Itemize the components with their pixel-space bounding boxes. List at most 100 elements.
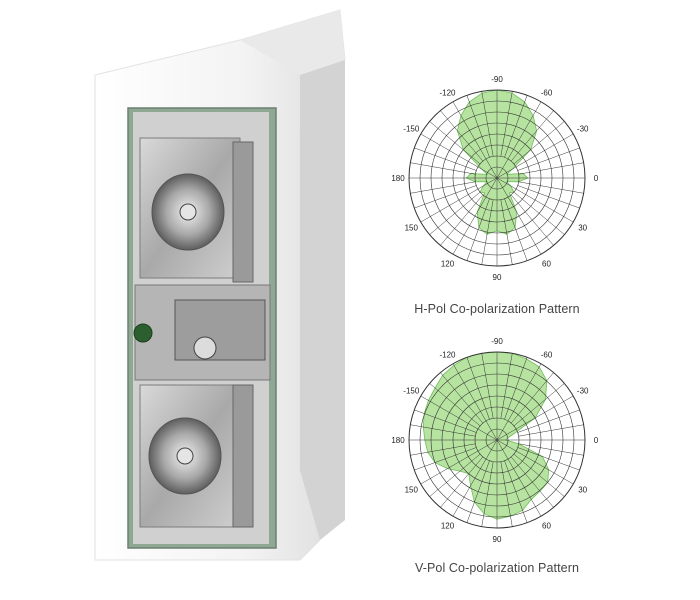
grid-spoke — [496, 101, 542, 179]
grid-spoke — [414, 147, 477, 171]
grid-spoke — [513, 383, 565, 427]
grid-spoke — [414, 409, 477, 433]
grid-spoke — [517, 147, 580, 171]
grid-spoke — [429, 191, 481, 235]
angle-label: -60 — [541, 350, 553, 359]
angle-label: 90 — [493, 273, 502, 282]
left-connector-icon — [133, 323, 153, 343]
housing-top — [240, 10, 345, 75]
grid-spoke — [410, 181, 476, 194]
grid-spoke — [481, 199, 494, 265]
grid-spoke — [429, 121, 481, 165]
grid-spoke — [510, 110, 554, 162]
angle-label: 0 — [594, 436, 599, 445]
grid-spoke — [429, 453, 481, 497]
angle-label: 150 — [405, 224, 419, 233]
grid-spoke — [496, 133, 574, 179]
grid-spoke — [466, 460, 490, 523]
grid-spoke — [504, 95, 528, 158]
grid-spoke — [500, 199, 513, 265]
grid-spoke — [510, 456, 554, 508]
angle-label: 30 — [578, 224, 587, 233]
grid-spoke — [481, 91, 494, 157]
grid-spoke — [513, 121, 565, 165]
angle-label: 180 — [391, 174, 405, 183]
angle-label: 90 — [493, 535, 502, 544]
grid-spoke — [410, 162, 476, 175]
grid-spoke — [466, 357, 490, 420]
grid-spoke — [496, 439, 542, 517]
grid-spoke — [429, 383, 481, 427]
grid-spoke — [414, 447, 477, 471]
grid-spoke — [420, 395, 498, 441]
grid-spoke — [496, 395, 574, 441]
v-pol-caption: V-Pol Co-polarization Pattern — [414, 561, 580, 575]
grid-spoke — [496, 439, 574, 485]
grid-spoke — [518, 443, 584, 456]
angle-label: -150 — [403, 125, 420, 134]
grid-spoke — [481, 353, 494, 419]
antenna-device-illustration — [94, 9, 346, 561]
angle-label: -60 — [541, 88, 553, 97]
grid-spoke — [518, 162, 584, 175]
grid-spoke — [466, 198, 490, 261]
angle-label: -90 — [491, 75, 503, 84]
angle-label: -120 — [439, 350, 456, 359]
angle-label: -90 — [491, 337, 503, 346]
angle-label: 60 — [542, 522, 551, 531]
grid-spoke — [420, 439, 498, 485]
grid-spoke — [518, 424, 584, 437]
grid-spoke — [500, 353, 513, 419]
angle-label: 30 — [578, 486, 587, 495]
grid-spoke — [452, 439, 498, 517]
grid-spoke — [410, 443, 476, 456]
grid-spoke — [452, 177, 498, 255]
grid-spoke — [517, 447, 580, 471]
h-pol-caption: H-Pol Co-polarization Pattern — [414, 302, 580, 316]
grid-spoke — [496, 177, 542, 255]
grid-spoke — [496, 363, 542, 441]
grid-spoke — [517, 185, 580, 209]
angle-label: 0 — [594, 174, 599, 183]
grid-spoke — [513, 453, 565, 497]
grid-spoke — [420, 177, 498, 223]
angle-label: 60 — [542, 260, 551, 269]
grid-spoke — [420, 133, 498, 179]
angle-label: 180 — [391, 436, 405, 445]
lower-screw-icon — [176, 447, 194, 465]
angle-label: -150 — [403, 387, 420, 396]
grid-spoke — [518, 181, 584, 194]
feed-bracket — [174, 299, 266, 361]
grid-spoke — [466, 95, 490, 158]
grid-spoke — [481, 461, 494, 527]
housing-side — [300, 60, 345, 540]
grid-spoke — [510, 372, 554, 424]
angle-label: -30 — [577, 387, 589, 396]
grid-spoke — [504, 198, 528, 261]
grid-spoke — [440, 110, 484, 162]
center-connector-icon — [193, 336, 217, 360]
grid-spoke — [440, 372, 484, 424]
grid-spoke — [496, 177, 574, 223]
angle-label: 150 — [405, 486, 419, 495]
grid-spoke — [513, 191, 565, 235]
angle-label: 120 — [441, 260, 455, 269]
grid-spoke — [517, 409, 580, 433]
grid-spoke — [504, 357, 528, 420]
angle-label: -120 — [439, 88, 456, 97]
grid-spoke — [452, 101, 498, 179]
grid-spoke — [414, 185, 477, 209]
grid-spoke — [452, 363, 498, 441]
upper-screw-icon — [179, 203, 197, 221]
upper-side-bracket — [232, 141, 254, 283]
lower-side-bracket — [232, 384, 254, 528]
grid-spoke — [440, 456, 484, 508]
grid-spoke — [510, 194, 554, 246]
grid-spoke — [500, 91, 513, 157]
angle-label: 120 — [441, 522, 455, 531]
grid-spoke — [410, 424, 476, 437]
grid-spoke — [440, 194, 484, 246]
angle-label: -30 — [577, 125, 589, 134]
